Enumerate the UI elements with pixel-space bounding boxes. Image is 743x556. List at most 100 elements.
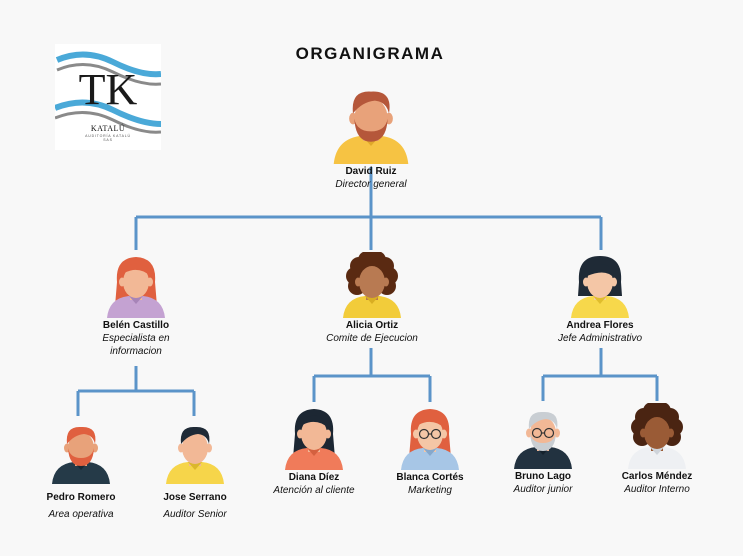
hair-icon [66, 426, 96, 444]
logo-name: KATALÚ [90, 124, 126, 133]
avatar-figure [333, 91, 409, 164]
logo-tagline: AUDITORÍA KATALÚ SAS [85, 134, 131, 142]
shirt-icon [343, 296, 401, 318]
person-role: Atención al cliente [273, 485, 355, 496]
avatar [285, 409, 343, 470]
page-title: ORGANIGRAMA [295, 44, 445, 63]
avatar-figure [107, 257, 165, 318]
logo-graphic: TK [53, 51, 162, 134]
avatar-figure [285, 409, 343, 470]
person-role: Comite de Ejecucion [326, 333, 418, 344]
collar-icon [365, 296, 379, 304]
person-name: Jose Serrano [163, 492, 227, 503]
collar-icon [650, 447, 664, 455]
person-card-pedro: Pedro Romero Area operativa [0, 418, 166, 521]
hair-curl-icon [363, 252, 381, 267]
person-name: Alicia Ortiz [345, 320, 399, 331]
avatar [571, 256, 629, 318]
collar-icon [423, 448, 437, 456]
person-role: Auditor junior [513, 484, 573, 495]
logo-stripe [54, 111, 162, 134]
person-name: Belén Castillo [102, 320, 170, 331]
person-card-bruno: Bruno Lago Auditor junior [458, 403, 628, 496]
beard-icon [530, 433, 556, 451]
avatar [401, 409, 459, 470]
logo-initials: TK [79, 65, 138, 114]
avatar-figure [343, 252, 401, 318]
shirt-icon [628, 447, 686, 469]
person-name: David Ruiz [345, 166, 397, 177]
person-role: Marketing [408, 485, 452, 496]
person-card-david: David Ruiz Director general [286, 80, 456, 191]
face-icon [359, 266, 385, 298]
collar-icon [593, 296, 607, 304]
avatar [166, 426, 224, 484]
shirt-icon [401, 448, 459, 470]
hair-fringe-icon [417, 415, 444, 428]
shirt-icon [285, 448, 343, 470]
person-role: Auditor Senior [163, 509, 227, 520]
hair-icon [180, 426, 210, 444]
person-role: Area operativa [48, 509, 114, 520]
shirt-icon [166, 462, 224, 484]
beard-icon [68, 448, 94, 466]
face-icon [182, 432, 208, 464]
person-card-jose: Jose Serrano Auditor Senior [110, 418, 280, 521]
hair-icon [352, 91, 390, 114]
avatar [343, 252, 401, 318]
person-name: Bruno Lago [514, 471, 572, 482]
logo-stripe [53, 99, 162, 127]
avatar [52, 426, 110, 484]
person-card-andrea: Andrea Flores Jefe Administrativo [515, 252, 685, 345]
person-role: Director general [335, 179, 407, 190]
person-card-alicia: Alicia Ortiz Comite de Ejecucion [287, 252, 457, 345]
collar-icon [129, 296, 143, 304]
hair-fringe-icon [587, 263, 614, 278]
person-card-diana: Diana Díez Atención al cliente [229, 404, 399, 497]
collar-icon [307, 448, 321, 456]
avatar-figure [52, 426, 110, 484]
hair-curl-icon [648, 403, 666, 418]
avatar-figure [514, 411, 572, 469]
hair-fringe-icon [123, 263, 150, 276]
person-role: Auditor Interno [624, 484, 690, 495]
face-icon [123, 266, 149, 298]
beard-icon [354, 118, 388, 142]
avatar-figure [166, 426, 224, 484]
avatar-figure [628, 403, 686, 469]
hair-icon [528, 411, 558, 429]
logo-stripe [56, 63, 162, 86]
avatar [107, 257, 165, 318]
shirt-icon [52, 462, 110, 484]
avatar [628, 403, 686, 469]
person-name: Andrea Flores [566, 320, 634, 331]
company-logo: TK KATALÚ AUDITORÍA KATALÚ SAS [53, 44, 162, 150]
person-name: Blanca Cortés [396, 472, 464, 483]
collar-icon [188, 462, 202, 470]
person-name: Carlos Méndez [621, 471, 693, 482]
face-icon [644, 417, 670, 449]
person-name: Pedro Romero [46, 492, 116, 503]
person-card-blanca: Blanca Cortés Marketing [345, 404, 515, 497]
hair-fringe-icon [301, 415, 328, 428]
shirt-icon [571, 296, 629, 318]
avatar-figure [571, 256, 629, 318]
shirt-icon [107, 296, 165, 318]
avatar [514, 411, 572, 469]
logo-stripe [55, 51, 162, 78]
person-card-carlos: Carlos Méndez Auditor Interno [572, 403, 742, 496]
face-icon [68, 432, 94, 464]
face-icon [354, 98, 388, 140]
person-name: Diana Díez [288, 472, 340, 483]
person-role: Jefe Administrativo [557, 333, 643, 344]
shirt-icon [333, 135, 409, 164]
avatar [333, 91, 409, 164]
face-icon [301, 418, 327, 450]
face-icon [587, 266, 613, 298]
shirt-icon [514, 447, 572, 469]
